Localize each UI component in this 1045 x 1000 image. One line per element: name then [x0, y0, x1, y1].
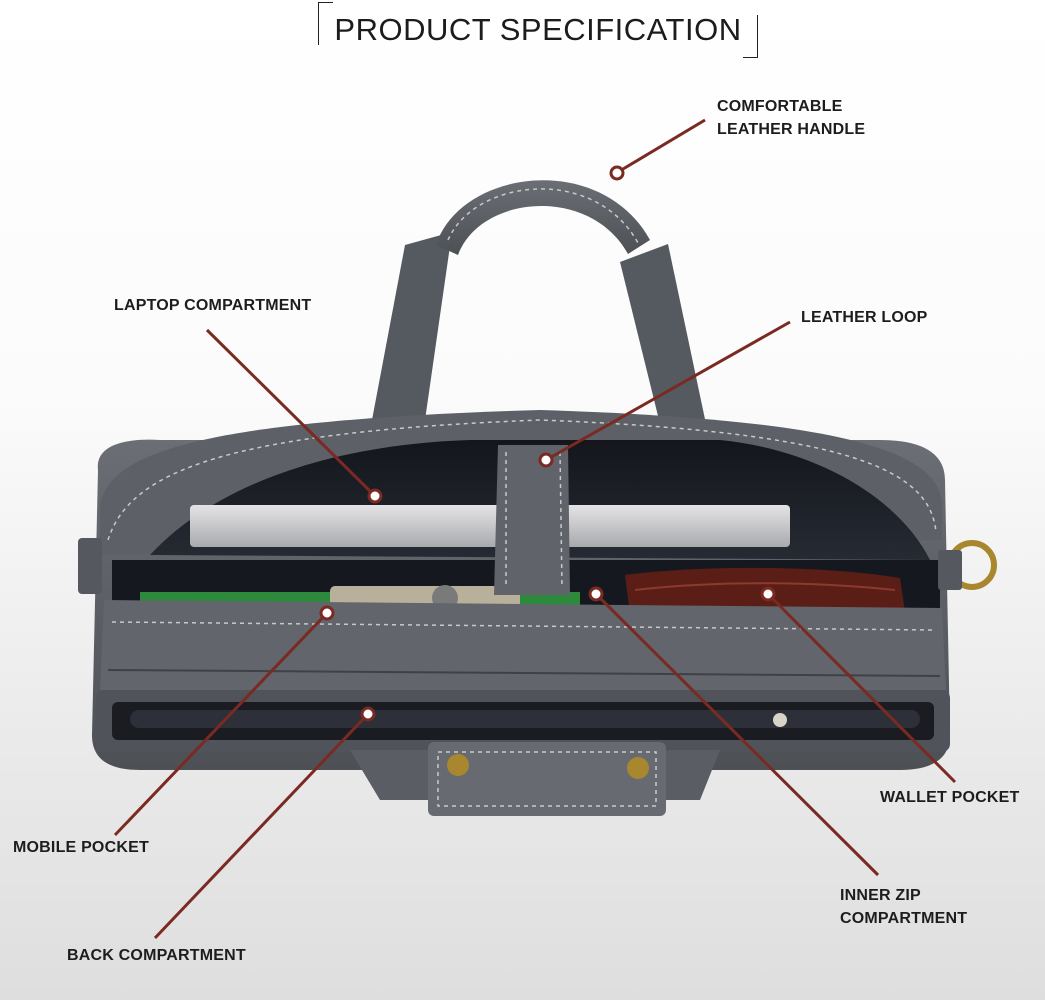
side-rings: [78, 538, 997, 594]
pointer-zip: [594, 592, 880, 877]
pointer-dot-zip: [588, 586, 604, 602]
pointer-laptop: [205, 328, 377, 498]
pointer-back: [153, 712, 370, 940]
handle-straps: [372, 180, 706, 424]
bag-body: [92, 410, 950, 770]
page-title: PRODUCT SPECIFICATION: [334, 12, 742, 47]
pointer-dots: [319, 165, 776, 722]
title-frame-corner-top-left: [318, 2, 333, 45]
pointer-loop: [545, 320, 791, 462]
pointer-dot-handle: [609, 165, 625, 181]
pointer-handle: [617, 118, 706, 174]
label-handle-line2: LEATHER HANDLE: [717, 121, 866, 138]
label-wallet-pocket: WALLET POCKET: [880, 789, 1020, 806]
pointer-dot-loop: [538, 452, 554, 468]
pointer-lines: [113, 118, 957, 940]
label-mobile-pocket: MOBILE POCKET: [13, 839, 149, 856]
title-frame: PRODUCT SPECIFICATION: [318, 2, 758, 58]
pointer-dot-mobile: [319, 605, 335, 621]
label-leather-loop: LEATHER LOOP: [801, 309, 928, 326]
pointer-wallet: [766, 592, 957, 784]
label-zip-line1: INNER ZIP: [840, 887, 921, 904]
pointer-dot-laptop: [367, 488, 383, 504]
pointer-mobile: [113, 611, 329, 837]
label-inner-zip-compartment: INNER ZIP COMPARTMENT: [840, 884, 967, 930]
pointer-dot-back: [360, 706, 376, 722]
title-frame-corner-bottom-right: [743, 15, 758, 58]
label-back-compartment: BACK COMPARTMENT: [67, 947, 246, 964]
label-laptop-compartment: LAPTOP COMPARTMENT: [114, 297, 312, 314]
bottom-strap: [350, 742, 720, 816]
label-comfortable-leather-handle: COMFORTABLE LEATHER HANDLE: [717, 95, 865, 141]
label-zip-line2: COMPARTMENT: [840, 910, 968, 927]
label-handle-line1: COMFORTABLE: [717, 98, 843, 115]
pointer-dot-wallet: [760, 586, 776, 602]
leather-loop: [494, 445, 570, 595]
